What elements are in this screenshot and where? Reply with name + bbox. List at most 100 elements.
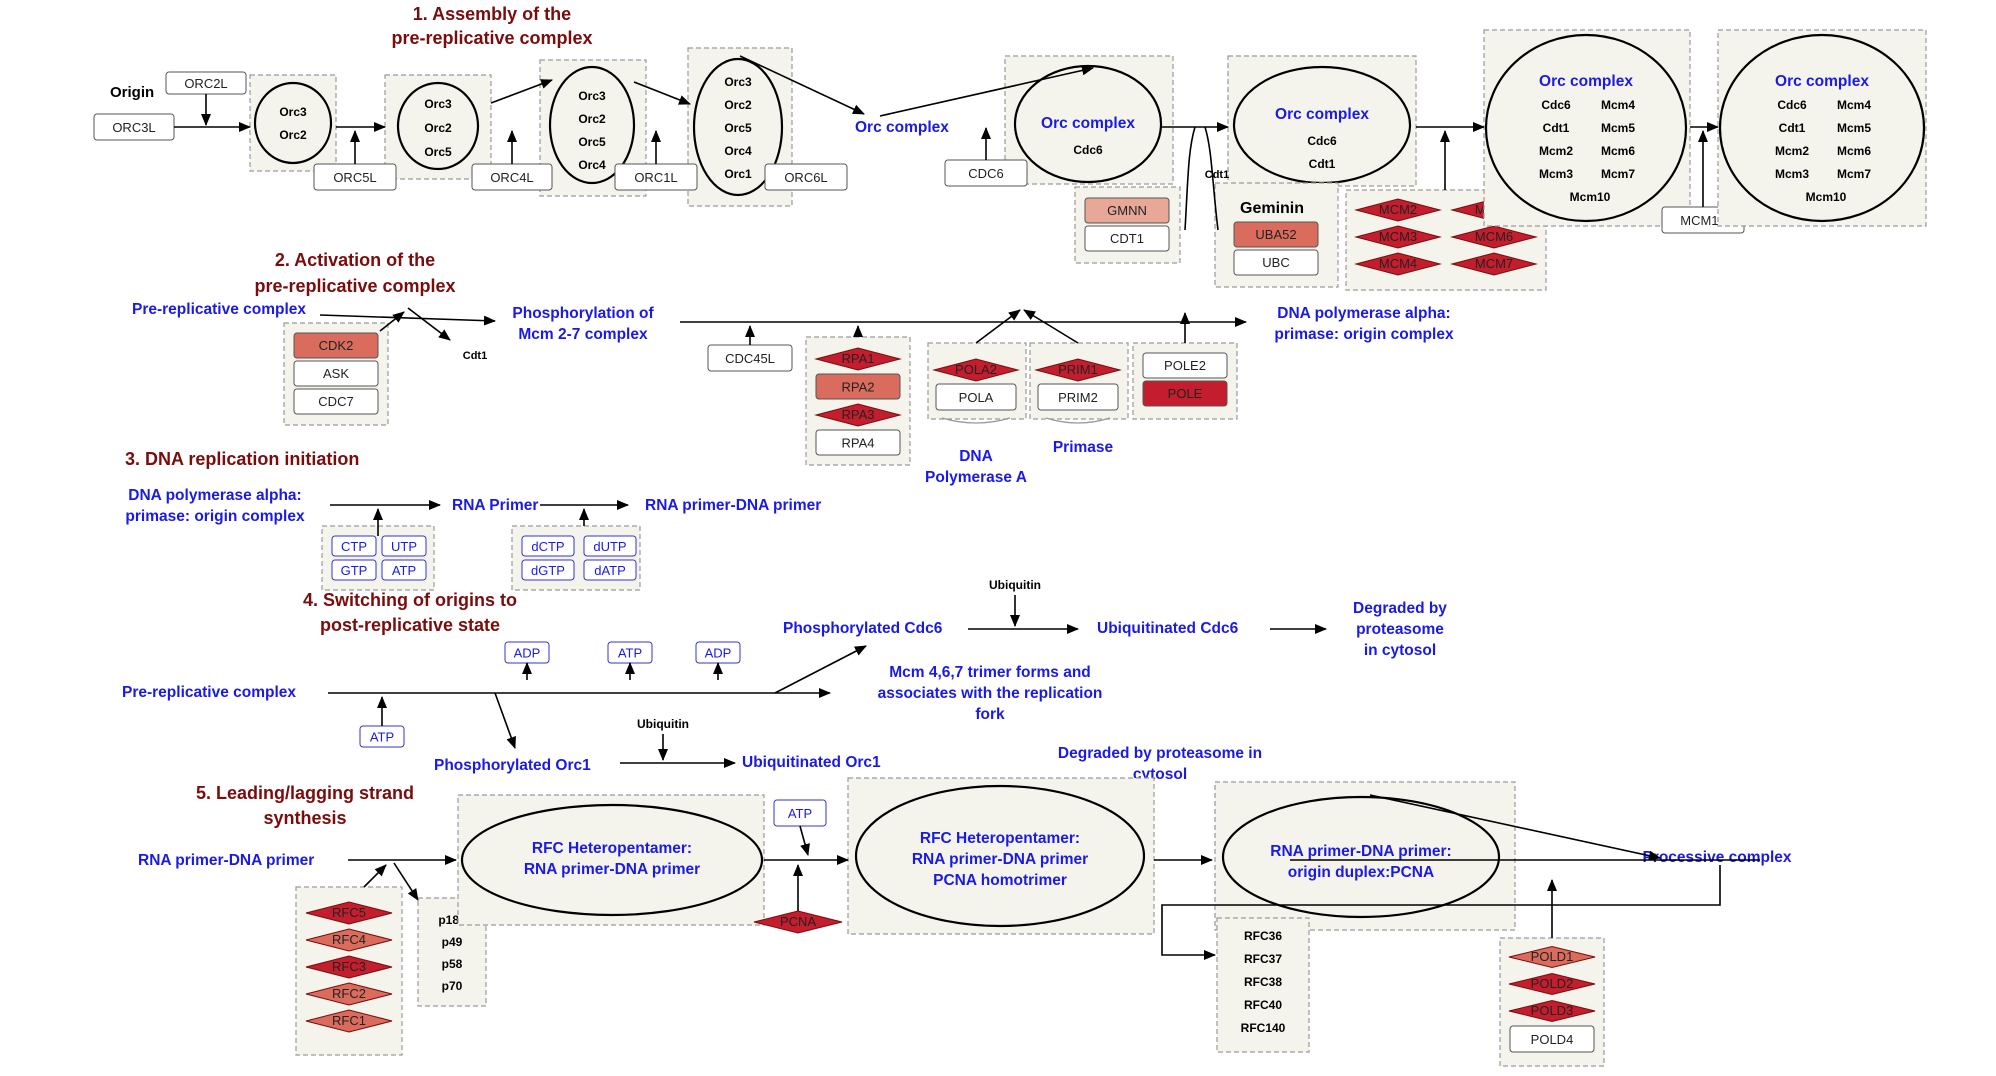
dgtp-node[interactable] bbox=[521, 559, 575, 581]
datp-node[interactable] bbox=[583, 559, 637, 581]
prerep-label-2: Pre-replicative complex bbox=[132, 301, 306, 318]
orc32-complex[interactable] bbox=[253, 81, 333, 165]
rfc4-node[interactable] bbox=[305, 928, 393, 952]
pola2-node[interactable] bbox=[932, 358, 1020, 382]
mcm2-node[interactable] bbox=[1354, 198, 1442, 222]
orc6l-label: ORC6L bbox=[784, 170, 827, 185]
prerep-item: Cdt1 bbox=[1543, 121, 1570, 135]
orc-cdc6-cdt1-item: Cdc6 bbox=[1307, 134, 1337, 148]
ask-label: ASK bbox=[323, 366, 349, 381]
section-assembly: 1. Assembly of the pre-replicative compl… bbox=[93, 4, 1927, 291]
atp-node[interactable] bbox=[381, 559, 427, 581]
rfc-subunit-item: RFC140 bbox=[1241, 1021, 1286, 1035]
cdk2-label: CDK2 bbox=[319, 338, 354, 353]
rfc-pcna-line: RFC Heteropentamer: bbox=[920, 830, 1080, 847]
ubiquitin-1-label: Ubiquitin bbox=[989, 578, 1041, 592]
rpa4-node[interactable] bbox=[815, 429, 901, 456]
pola-label: POLA bbox=[959, 390, 994, 405]
rpa3-label: RPA3 bbox=[842, 407, 875, 422]
pole2-node[interactable] bbox=[1142, 352, 1228, 379]
uba52-node[interactable] bbox=[1233, 221, 1319, 248]
mcm6-node[interactable] bbox=[1450, 225, 1538, 249]
dna-pol-a-label-1: DNA bbox=[959, 448, 993, 465]
orc-all-item: Orc1 bbox=[724, 167, 752, 181]
prerep-label-4: Pre-replicative complex bbox=[122, 684, 296, 701]
dutp-label: dUTP bbox=[593, 539, 626, 554]
mcm6-label: MCM6 bbox=[1475, 229, 1513, 244]
rfc3-node[interactable] bbox=[305, 955, 393, 979]
prerep-item: Mcm5 bbox=[1601, 121, 1635, 135]
prerep-item: Mcm10 bbox=[1570, 190, 1611, 204]
rfc2-node[interactable] bbox=[305, 982, 393, 1006]
rna-primer-label: RNA Primer bbox=[452, 497, 538, 514]
mcm3-node[interactable] bbox=[1354, 225, 1442, 249]
orc3254-item: Orc3 bbox=[578, 89, 606, 103]
degraded-2-line: Degraded by proteasome in bbox=[1058, 745, 1262, 762]
prim1-node[interactable] bbox=[1034, 358, 1122, 382]
rpa4-label: RPA4 bbox=[842, 436, 875, 451]
rfc5-label: RFC5 bbox=[332, 905, 366, 920]
orc-all-complex[interactable] bbox=[692, 57, 784, 197]
pole-node[interactable] bbox=[1142, 380, 1228, 407]
cdc45l-label: CDC45L bbox=[725, 351, 775, 366]
prerep-item: Cdc6 bbox=[1541, 98, 1571, 112]
rfc1-node[interactable] bbox=[305, 1009, 393, 1033]
orc3254-complex[interactable] bbox=[548, 65, 636, 185]
cdk2-node[interactable] bbox=[293, 332, 379, 359]
adp-1-label: ADP bbox=[514, 646, 541, 661]
cdc7-node[interactable] bbox=[293, 388, 379, 415]
prim2-node[interactable] bbox=[1037, 383, 1119, 411]
pold1-node[interactable] bbox=[1508, 945, 1596, 969]
rfc-hetero-complex[interactable] bbox=[460, 803, 764, 917]
atp-top-label: ATP bbox=[618, 646, 642, 661]
ubiq-orc1-label: Ubiquitinated Orc1 bbox=[742, 754, 881, 771]
gtp-node[interactable] bbox=[331, 559, 377, 581]
pold3-node[interactable] bbox=[1508, 999, 1596, 1023]
prerep-complex-2-items: Orc complexCdc6Cdt1Mcm2Mcm3Mcm4Mcm5Mcm6M… bbox=[1775, 73, 1871, 204]
pold3-label: POLD3 bbox=[1531, 1003, 1574, 1018]
cdt1-box-label: CDT1 bbox=[1110, 231, 1144, 246]
mcm467-line: fork bbox=[975, 706, 1005, 723]
orc325-complex[interactable] bbox=[396, 81, 480, 171]
rpa3-node[interactable] bbox=[814, 403, 902, 427]
ask-node[interactable] bbox=[293, 360, 379, 387]
dctp-label: dCTP bbox=[531, 539, 564, 554]
orc-all-item: Orc2 bbox=[724, 98, 752, 112]
prerep-item: Mcm10 bbox=[1806, 190, 1847, 204]
pola-node[interactable] bbox=[935, 383, 1017, 411]
rfc-pcna-complex[interactable] bbox=[854, 784, 1146, 928]
pcna-node[interactable] bbox=[753, 910, 843, 934]
adp-2-label: ADP bbox=[705, 646, 732, 661]
orc3254-item: Orc5 bbox=[578, 135, 606, 149]
rfc2-label: RFC2 bbox=[332, 986, 366, 1001]
prerep-item: Mcm7 bbox=[1601, 167, 1635, 181]
mcm4-node[interactable] bbox=[1354, 252, 1442, 276]
rpa1-node[interactable] bbox=[814, 347, 902, 371]
pold2-node[interactable] bbox=[1508, 972, 1596, 996]
ctp-node[interactable] bbox=[331, 535, 377, 557]
prerep-complex-2[interactable] bbox=[1718, 33, 1926, 223]
rfc1-label: RFC1 bbox=[332, 1013, 366, 1028]
ubc-node[interactable] bbox=[1233, 249, 1319, 276]
geminin-label: Geminin bbox=[1240, 200, 1304, 217]
prerep-item: Mcm4 bbox=[1601, 98, 1635, 112]
rpa2-node[interactable] bbox=[815, 373, 901, 400]
orc6l-node[interactable] bbox=[764, 163, 848, 191]
pold4-node[interactable] bbox=[1509, 1025, 1595, 1053]
prerep-item: Mcm3 bbox=[1775, 167, 1809, 181]
mcm4-label: MCM4 bbox=[1379, 256, 1417, 271]
utp-node[interactable] bbox=[381, 535, 427, 557]
prerep-item: Mcm3 bbox=[1539, 167, 1573, 181]
gmnn-node[interactable] bbox=[1084, 197, 1170, 224]
prerep-complex-1[interactable] bbox=[1484, 33, 1688, 223]
cdt1-node[interactable] bbox=[1084, 225, 1170, 252]
rfc5-node[interactable] bbox=[305, 901, 393, 925]
section-4-title-line1: 4. Switching of origins to bbox=[303, 590, 517, 610]
duplex-complex[interactable] bbox=[1221, 795, 1501, 919]
dutp-node[interactable] bbox=[583, 535, 637, 557]
mcm7-node[interactable] bbox=[1450, 252, 1538, 276]
dctp-node[interactable] bbox=[521, 535, 575, 557]
section-1-title-line1: 1. Assembly of the bbox=[413, 4, 571, 24]
